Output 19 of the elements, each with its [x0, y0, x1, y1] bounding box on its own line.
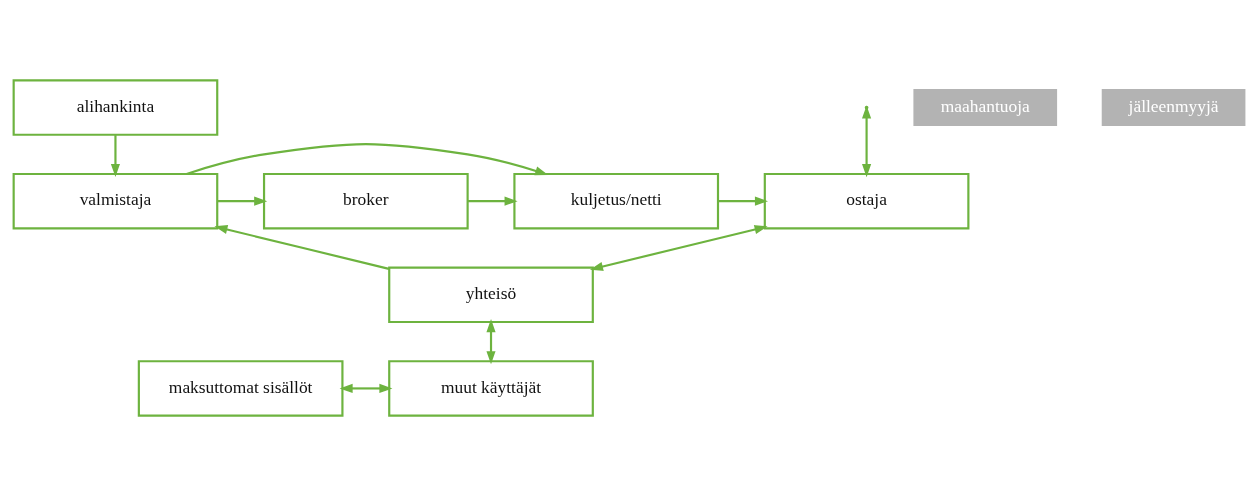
- node-box: alihankinta: [12, 79, 219, 136]
- node-box: jälleenmyyjä: [1101, 89, 1246, 127]
- arrow: [486, 319, 496, 365]
- node-box: maahantuoja: [913, 89, 1058, 127]
- node-box: muut käyttäjät: [388, 360, 594, 417]
- arrow: [217, 196, 268, 206]
- arrow: [214, 225, 390, 270]
- arrow: [718, 196, 768, 206]
- node-box: broker: [262, 172, 469, 230]
- arrow: [110, 135, 121, 177]
- node-box: yhteisö: [388, 266, 594, 324]
- arrow: [186, 143, 549, 176]
- node-box: ostaja: [763, 172, 970, 230]
- arrow: [468, 196, 518, 206]
- arrow: [339, 383, 393, 393]
- node-box: kuljetus/netti: [513, 172, 720, 230]
- node-box: maksuttomat sisällöt: [137, 360, 344, 417]
- node-box: valmistaja: [12, 172, 219, 230]
- arrow: [589, 225, 768, 271]
